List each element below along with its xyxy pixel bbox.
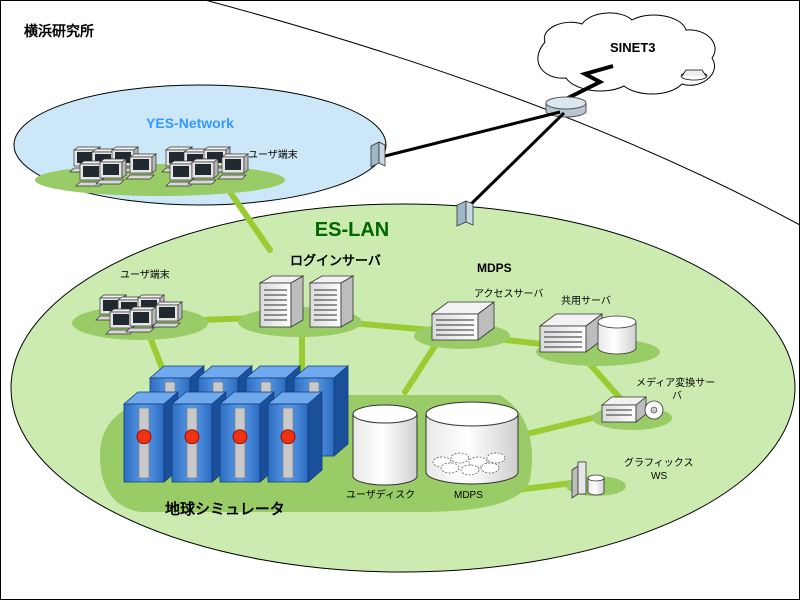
graphics-ws-label-1: グラフィックス xyxy=(624,456,694,469)
yes-user-terminal-label: ユーザ端末 xyxy=(248,148,298,161)
login-server-label: ログインサーバ xyxy=(290,253,381,268)
supercomputer-rack-icon xyxy=(266,391,324,483)
mdps-storage-label: MDPS xyxy=(454,490,483,501)
firewall-es-icon xyxy=(456,200,474,227)
supercomputer-rack-icon xyxy=(218,391,276,483)
link-router-yes xyxy=(384,110,561,158)
mdps-group-label: MDPS xyxy=(477,261,512,275)
media-server-label-2: バ xyxy=(672,390,682,402)
login-server-1-icon xyxy=(258,275,305,328)
yes-terminals xyxy=(69,146,250,187)
yes-terminal-icon xyxy=(217,153,250,180)
site-boundary xyxy=(204,0,800,226)
yes-network-title: YES-Network xyxy=(146,115,234,131)
yes-terminal-icon xyxy=(95,158,128,185)
es-user-terminal-label: ユーザ端末 xyxy=(120,268,170,281)
es-lan-title: ES-LAN xyxy=(315,219,389,241)
graphics-ws-icon xyxy=(571,461,605,499)
modem-icon xyxy=(680,69,708,81)
shared-disk-icon xyxy=(597,315,637,355)
media-server-label-1: メディア変換サー xyxy=(636,376,715,389)
media-server-icon xyxy=(600,396,664,423)
es-terminal-icon xyxy=(125,306,158,333)
login-server-2-icon xyxy=(308,275,355,328)
access-server-icon xyxy=(430,301,496,341)
site-title: 横浜研究所 xyxy=(24,23,94,39)
access-server-label: アクセスサーバ xyxy=(474,288,543,300)
sinet3-label: SINET3 xyxy=(610,40,656,55)
firewall-yes-icon xyxy=(370,141,386,168)
user-disk-label: ユーザディスク xyxy=(346,488,415,501)
user-disk-icon xyxy=(352,404,418,486)
wan-link xyxy=(565,64,614,101)
link-router-es xyxy=(465,111,566,210)
shared-server-label: 共用サーバ xyxy=(561,295,611,307)
yes-terminal-icon xyxy=(187,158,220,185)
es-terminals xyxy=(95,294,184,335)
earth-simulator-label: 地球シミュレータ xyxy=(165,500,285,518)
supercomputer-rack-icon xyxy=(122,391,180,483)
yes-terminal-icon xyxy=(125,153,158,180)
graphics-ws-label-2: WS xyxy=(651,471,667,482)
supercomputer-rack-icon xyxy=(170,391,228,483)
earth-simulator-racks xyxy=(122,365,350,483)
mdps-storage-icon xyxy=(425,401,519,485)
shared-server-icon xyxy=(538,313,604,353)
es-terminal-icon xyxy=(151,301,184,328)
